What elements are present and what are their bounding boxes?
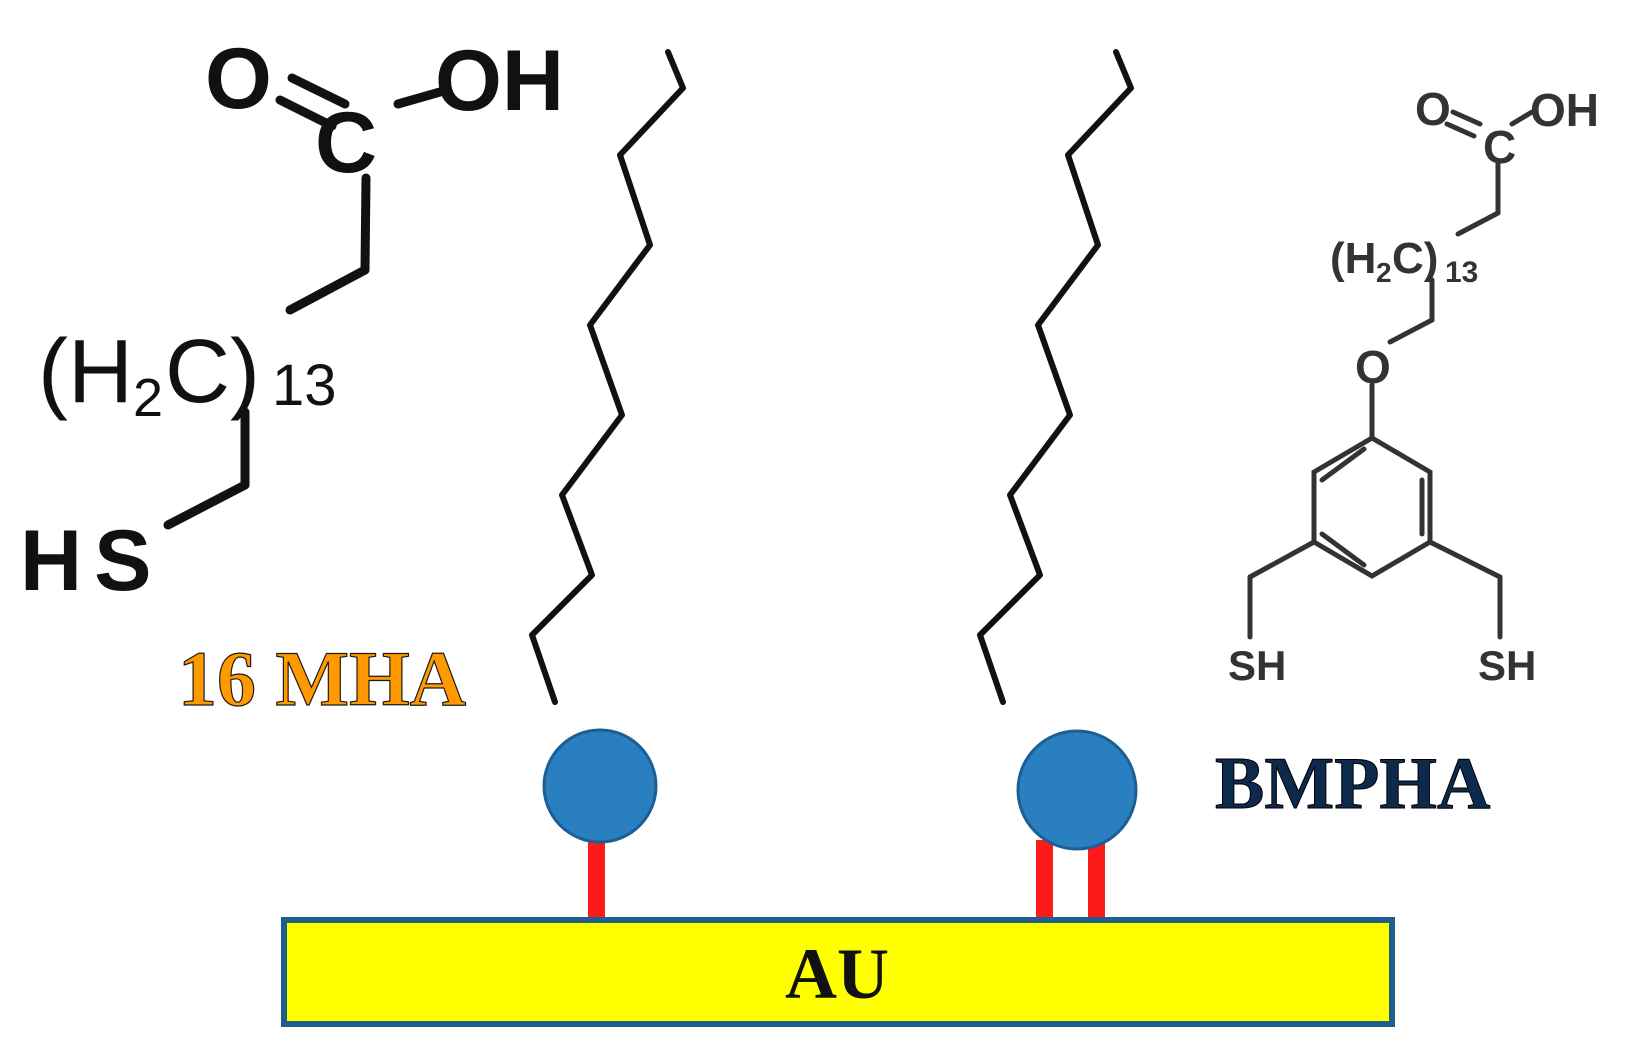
headgroup-bmpha: [1016, 729, 1138, 851]
bmpha-hydroxyl: OH: [1530, 84, 1599, 136]
bmpha-ch2-right-1: [1427, 539, 1503, 580]
label-bmpha: BMPHA: [1215, 743, 1490, 825]
mha-bond-2: [285, 265, 370, 315]
chain-bmpha: [977, 49, 1134, 705]
bmpha-chain-sub13: 13: [1445, 256, 1478, 289]
bmpha-carbon: C: [1483, 121, 1516, 173]
mha-bond-4: [163, 480, 250, 530]
mha-atoms: O OH C (H 2 C) 13 HS: [20, 31, 564, 609]
bmpha-double-bond-1: [1450, 109, 1483, 127]
label-16mha: 16 MHA: [178, 635, 466, 722]
anchor-bond-bmpha-2: [1088, 840, 1105, 922]
mha-chain-sub2: 2: [133, 368, 163, 428]
bmpha-thiol-right: SH: [1478, 642, 1536, 689]
chain-16mha: [529, 49, 686, 705]
bmpha-aromatic-2: [1319, 446, 1367, 483]
mha-chain-open: (H: [38, 322, 133, 422]
headgroup-16mha: [542, 728, 658, 844]
mha-thiol: HS: [20, 513, 163, 609]
mha-bond-1: [360, 173, 371, 275]
bmpha-thiol-left: SH: [1228, 642, 1286, 689]
mha-chain-c: C): [165, 322, 260, 422]
bmpha-benzene-ring: [1311, 435, 1433, 579]
bmpha-ether-o: O: [1355, 341, 1391, 393]
anchor-bond-16mha: [588, 840, 605, 922]
bmpha-c-oh-bond: [1509, 109, 1535, 127]
mha-carbon: C: [315, 95, 377, 191]
bmpha-double-bond-2: [1444, 121, 1477, 139]
bmpha-carbonyl-o: O: [1415, 83, 1451, 135]
bmpha-structure: [1247, 109, 1535, 640]
surface-label: AU: [785, 934, 889, 1014]
mha-carbonyl-o: O: [205, 31, 272, 127]
mha-double-bond-1: [287, 73, 350, 109]
mha-structure: [163, 73, 445, 530]
mha-c-oh-bond: [393, 87, 445, 109]
mha-chain-sub13: 13: [272, 353, 337, 418]
mha-double-bond-2: [275, 95, 337, 131]
bmpha-ch2-left-1: [1247, 539, 1317, 580]
bmpha-bond-4: [1387, 317, 1435, 345]
mha-hydroxyl: OH: [435, 33, 564, 129]
bmpha-bond-2: [1455, 210, 1501, 237]
bmpha-aromatic-3: [1319, 531, 1367, 568]
bmpha-chain-c: C): [1392, 234, 1438, 283]
anchor-bond-bmpha-1: [1036, 840, 1053, 922]
bmpha-chain-open: (H: [1330, 234, 1376, 283]
bmpha-chain-sub2: 2: [1376, 257, 1392, 288]
bmpha-atoms: O OH C (H 2 C) 13 O SH SH: [1228, 83, 1599, 689]
gold-surface: [281, 917, 1395, 1027]
